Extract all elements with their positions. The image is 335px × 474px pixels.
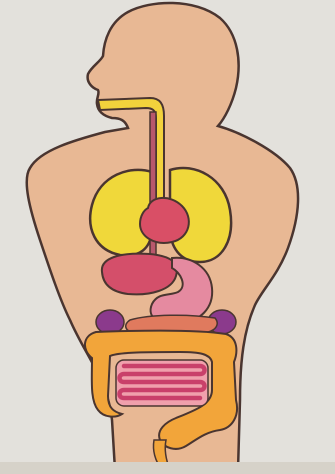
liver [102,254,177,295]
small-intestine [116,360,208,406]
paper-edge [0,462,335,474]
